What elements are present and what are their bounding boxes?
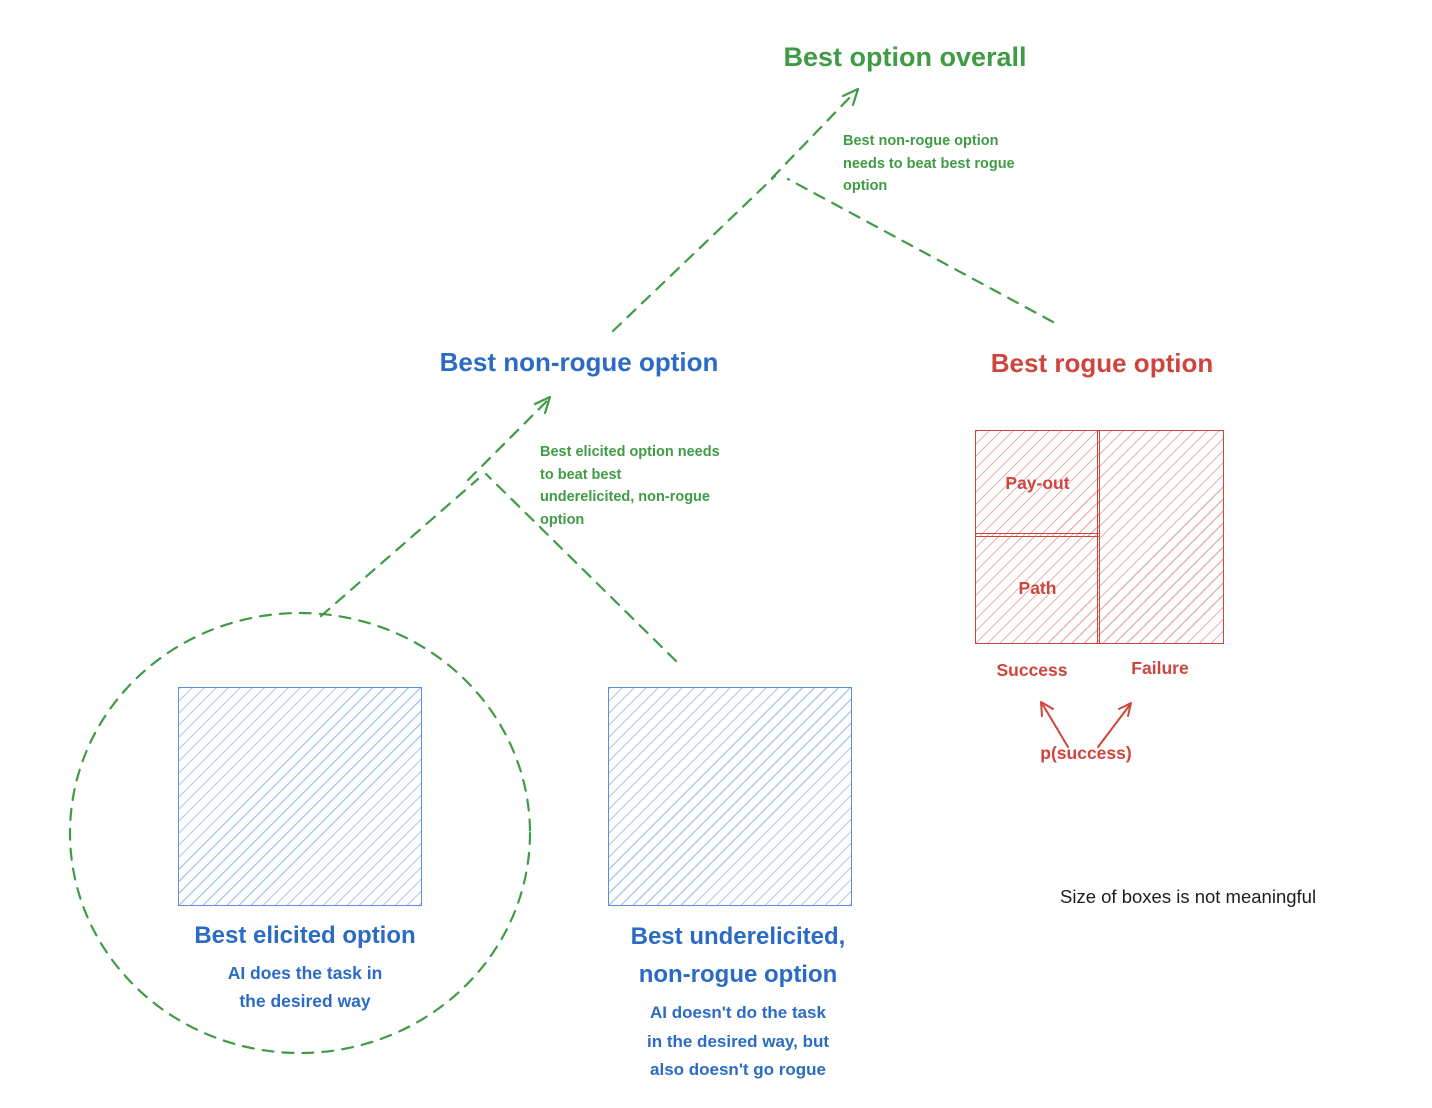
annotation-line: Best elicited option needs	[540, 444, 720, 460]
connector-nonrogue-to-vertex	[611, 174, 777, 333]
annotation-line: option	[843, 178, 888, 194]
failure-box	[1097, 430, 1224, 644]
connector-rogue-to-vertex	[786, 177, 1055, 324]
elicited-emphasis-circle	[68, 611, 532, 1055]
node-best-option-overall: Best option overall	[783, 42, 1027, 72]
elicited-option-desc: AI does the task in the desired way	[150, 959, 460, 1015]
path-label: Path	[1018, 578, 1057, 598]
failure-label: Failure	[1131, 658, 1189, 678]
connector-elicited-to-vertex	[319, 477, 480, 618]
arrowhead-overall-icon	[841, 87, 860, 107]
elicited-option-title: Best elicited option	[194, 922, 416, 949]
annotation-line: option	[540, 511, 585, 528]
size-note: Size of boxes is not meaningful	[1060, 886, 1317, 907]
payout-box: Pay-out	[975, 430, 1100, 537]
payout-label: Pay-out	[1005, 473, 1070, 493]
arrowhead-nonrogue-icon	[533, 395, 552, 415]
desc-line: also doesn't go rogue	[650, 1060, 826, 1079]
desc-line: the desired way	[239, 991, 371, 1011]
arrowhead-failure-icon	[1118, 702, 1132, 717]
underelicited-option-desc: AI doesn't do the task in the desired wa…	[583, 999, 893, 1085]
arrow-psuccess-to-success	[1042, 704, 1069, 748]
desc-line: in the desired way, but	[647, 1031, 829, 1051]
annotation-line: underelicited, non-rogue	[540, 489, 710, 505]
connector-underelicited-to-vertex	[484, 472, 678, 663]
node-best-rogue-option: Best rogue option	[990, 348, 1214, 378]
underelicited-option-title: Best underelicited, non-rogue option	[583, 918, 893, 994]
annotation-line: needs to beat best rogue	[843, 155, 1015, 172]
title-line: Best underelicited,	[630, 923, 846, 950]
annotation-beat-rogue: Best non-rogue option needs to beat best…	[843, 130, 1015, 198]
desc-line: AI does the task in	[227, 963, 383, 983]
p-success-label: p(success)	[1040, 743, 1132, 763]
desc-line: AI doesn't do the task	[650, 1003, 826, 1022]
success-label: Success	[996, 660, 1068, 680]
arrow-psuccess-to-failure	[1097, 705, 1130, 748]
annotation-line: to beat best	[540, 466, 622, 483]
annotation-beat-underelicited: Best elicited option needs to beat best …	[540, 441, 720, 531]
arrow-vertex-to-overall	[770, 90, 857, 180]
arrowhead-success-icon	[1040, 701, 1054, 717]
arrow-vertex-to-nonrogue	[466, 399, 549, 482]
path-box: Path	[975, 533, 1100, 644]
annotation-line: Best non-rogue option	[843, 133, 999, 149]
elicited-option-box	[178, 687, 422, 906]
title-line: non-rogue option	[638, 961, 838, 988]
underelicited-option-box	[608, 687, 852, 906]
node-best-non-rogue-option: Best non-rogue option	[439, 347, 719, 377]
